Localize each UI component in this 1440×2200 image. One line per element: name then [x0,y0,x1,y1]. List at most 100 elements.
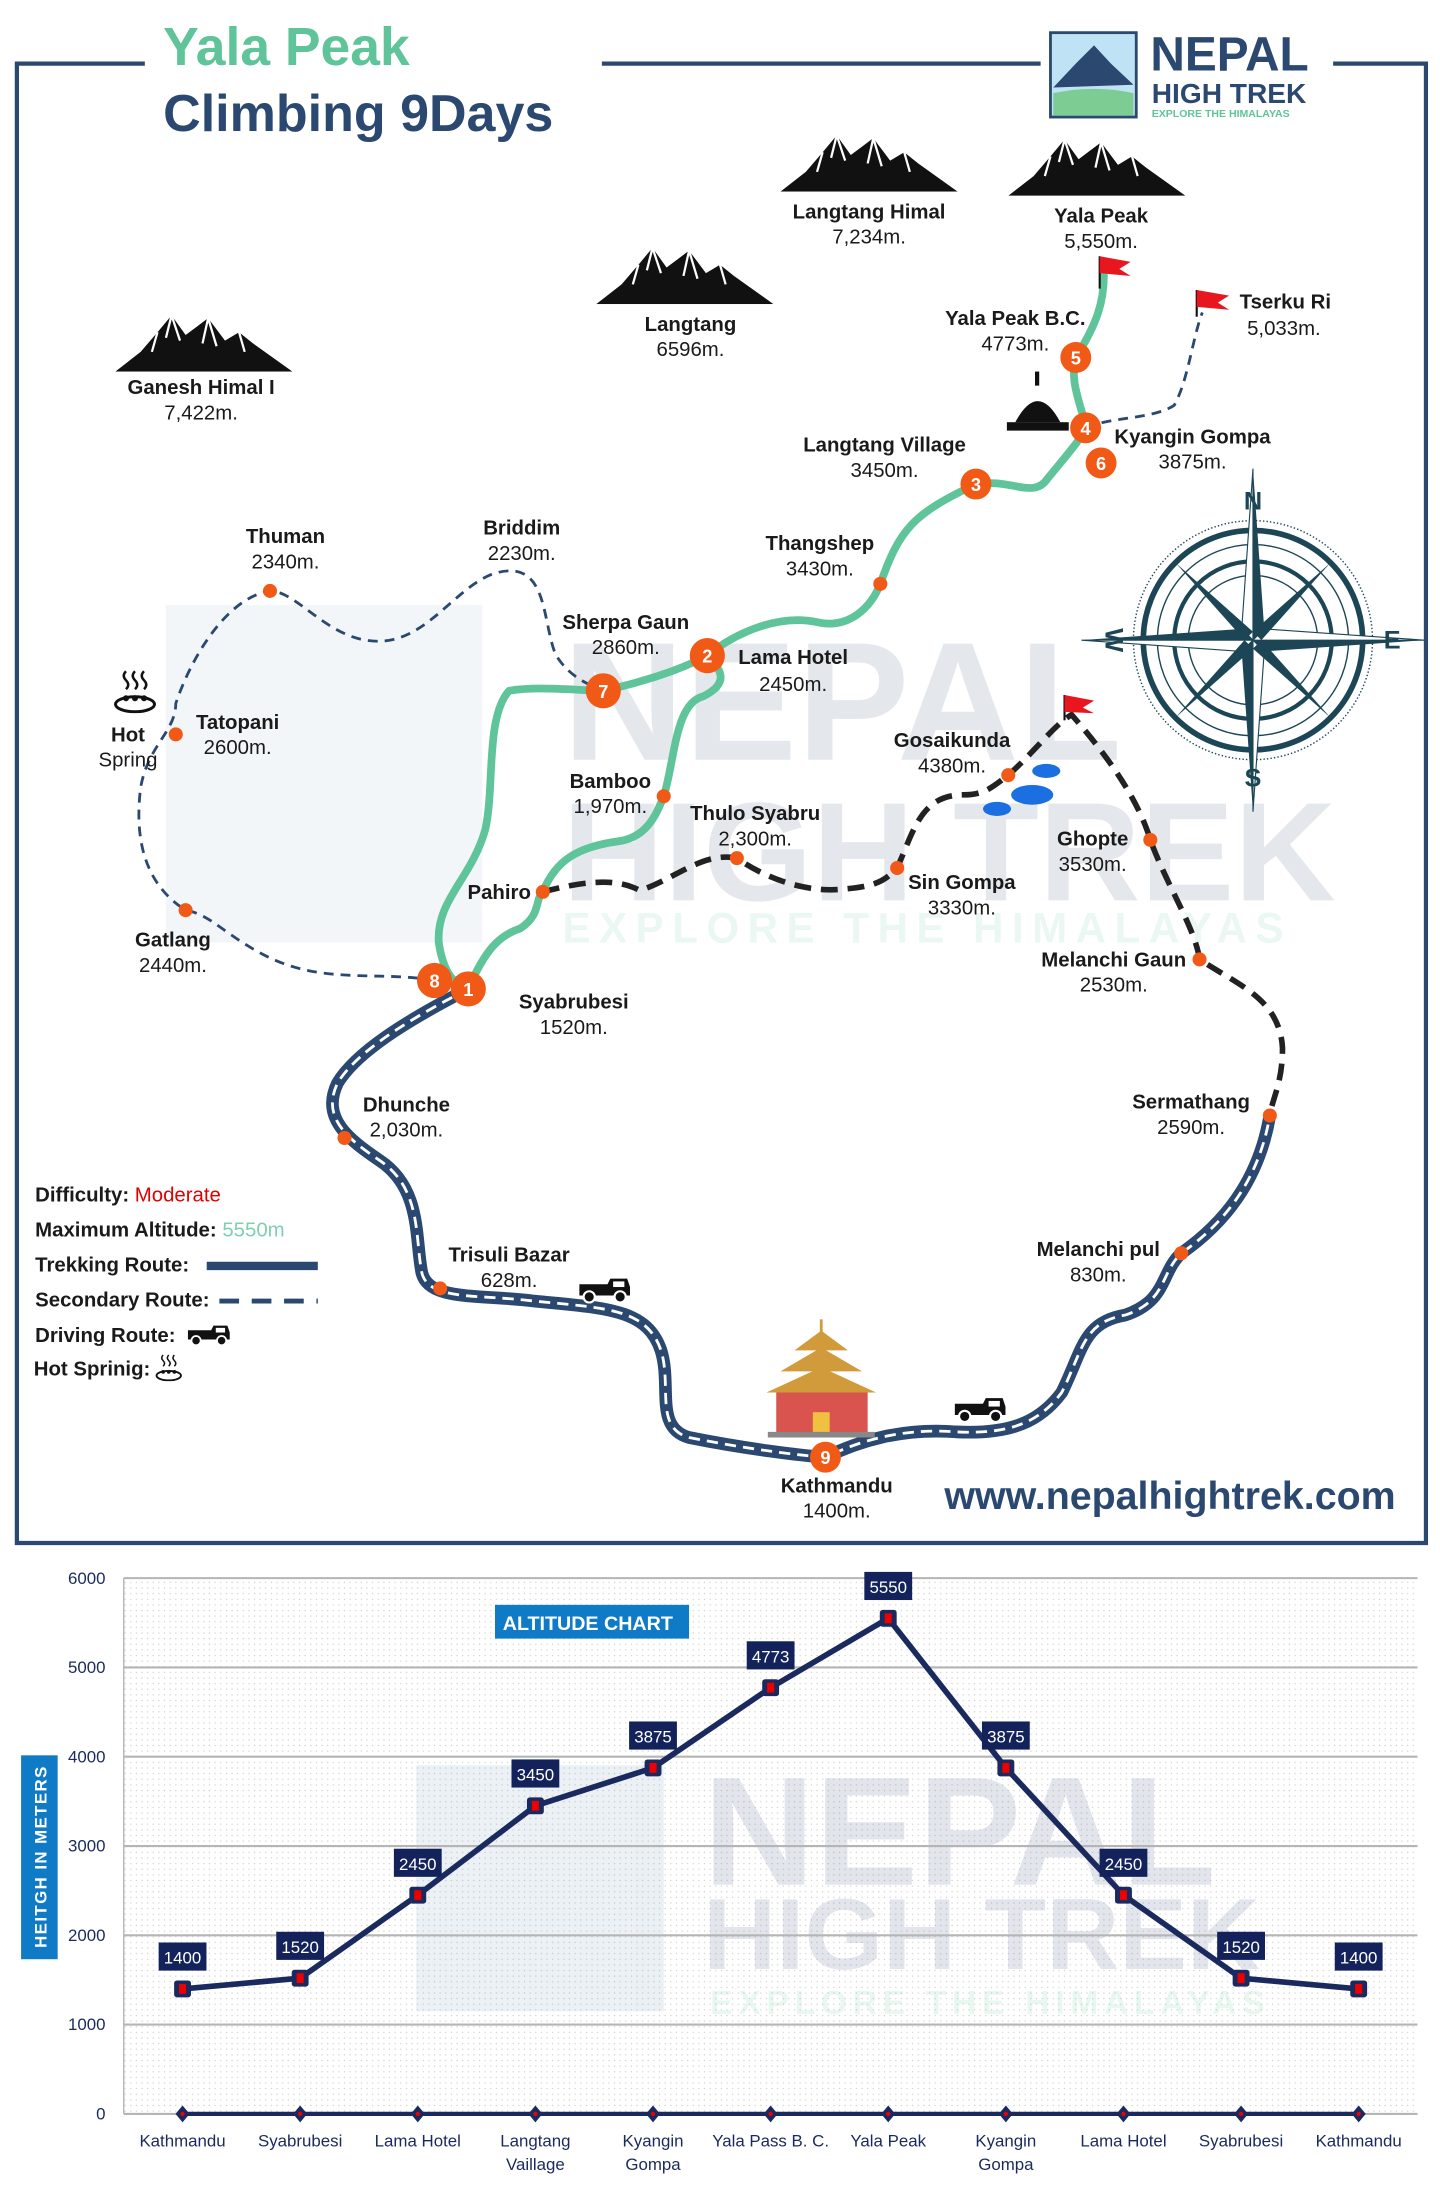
data-label-box [1334,1942,1383,1971]
x-tick-label: Langtang [500,2131,570,2150]
waypoint-dots [168,576,1277,1296]
place-name: Briddim [483,518,560,540]
place-altitude: 4773m. [981,333,1049,355]
base-point-marker-center [1238,2111,1244,2117]
place-altitude: 3875m. [1159,452,1227,474]
waypoint-dot-melanchi-pul [1174,1246,1189,1261]
x-tick-label: Lama Hotel [375,2131,461,2150]
secondary-route-tserku [1085,311,1204,430]
y-tick-label: 3000 [68,1837,106,1856]
y-tick-label: 5000 [68,1658,106,1677]
waypoint-dot-trisuli [433,1281,448,1296]
legend-trekking-label: Trekking Route: [35,1255,189,1277]
watermark-line2: HIGH TREK [563,773,1336,930]
place-name: Tatopani [196,712,279,734]
base-point-marker-center [415,2111,420,2117]
data-label-box [393,1848,442,1877]
gosaikunda-flag-icon [1063,694,1095,721]
waypoint-dot-pahiro [535,884,550,899]
hot-spring-label: Hot [111,724,145,746]
logo-line1: NEPAL [1150,29,1308,82]
secondary-route-tamang [137,569,604,982]
x-tick-label: Kathmandu [1316,2131,1402,2150]
place-altitude: 3330m. [928,897,996,919]
day-marker-number: 8 [429,971,439,992]
base-point-marker-center [768,2111,773,2117]
y-tick-label: 0 [96,2105,105,2124]
base-point-marker-center [1003,2111,1008,2117]
data-label: 1520 [1222,1938,1260,1957]
base-point-marker-center [533,2111,538,2117]
x-tick-label: Syabrubesi [258,2131,342,2150]
altitude-point-marker-center [296,1973,304,1984]
day-marker-number: 2 [702,646,712,667]
legend: Difficulty: Moderate Maximum Altitude: 5… [34,1184,318,1382]
mountain-icon [596,246,774,305]
kathmandu-temple-icon [766,1319,877,1438]
waypoint-dot-sermathang [1262,1108,1277,1123]
website-link[interactable]: www.nepalhightrek.com [943,1474,1395,1518]
jeep-icon [578,1277,632,1304]
place-name: Sin Gompa [908,872,1016,894]
monastery-icon [1006,371,1069,431]
data-label: 3450 [517,1766,555,1785]
legend-hot-spring-label: Hot Sprinig: [34,1359,151,1381]
x-tick-label: Kyangin [623,2131,684,2150]
place-name: Thuman [246,526,325,548]
altitude-point-marker-center [414,1890,422,1901]
day-marker-2: 2 [689,638,725,674]
place-name: Trisuli Bazar [448,1245,569,1267]
waypoint-dot-thuman [262,583,278,598]
data-label-box [1217,1931,1265,1960]
x-tick-label: Lama Hotel [1080,2131,1166,2150]
day-marker-7: 7 [585,673,621,709]
place-name: Langtang Village [803,435,966,457]
data-label: 3875 [634,1728,672,1747]
base-point-marker-center [180,2111,185,2117]
altitude-point-marker-center [1237,1973,1245,1984]
mountain-name: Langtang Himal [793,201,946,223]
place-name: Tserku Ri [1240,291,1331,313]
day-marker-9: 9 [810,1441,841,1473]
y-axis-title: HEITGH IN METERS [31,1765,50,1948]
x-tick-label: Kathmandu [139,2131,225,2150]
tserku-flag-icon [1195,289,1230,317]
map-frame [14,61,1429,1546]
mountain-name: Ganesh Himal I [127,377,274,399]
mountain-icon [115,314,293,372]
waypoint-dot-sin-gompa [890,860,905,875]
place-name: Yala Peak B.C. [945,308,1085,330]
place-name: Lama Hotel [738,647,848,669]
altitude-point-marker-center [179,1983,187,1994]
compass-west: W [1099,628,1127,652]
waypoint-dot-gatlang [178,903,193,918]
driving-route-centerline [331,987,1272,1459]
data-label-box [511,1759,560,1788]
place-altitude: 2,300m. [718,828,792,850]
day-marker-8: 8 [416,962,453,999]
svg-text:EXPLORE THE HIMALAYAS: EXPLORE THE HIMALAYAS [710,1984,1270,2022]
mountain-altitude: 5,550m. [1064,231,1138,253]
place-name: Gosaikunda [894,730,1011,752]
day-marker-3: 3 [960,468,992,500]
summit-flag-icon [1098,256,1131,289]
day-marker-number: 7 [598,681,608,702]
place-altitude: 2590m. [1157,1117,1225,1139]
altitude-point-marker-center [767,1682,775,1693]
day-marker-5: 5 [1060,342,1092,373]
hot-spring-label: Spring [99,750,158,772]
chart-title: ALTITUDE CHART [503,1613,673,1635]
hot-spring-icon [114,669,156,714]
mountain-altitude: 7,422m. [164,402,238,424]
place-altitude: 2440m. [139,955,207,977]
place-altitude: 5,033m. [1247,318,1321,340]
waypoint-dot-gosaikunda [1001,768,1016,783]
day-marker-number: 4 [1081,418,1092,439]
waypoint-dot-tatopani [168,727,183,742]
mountain-name: Langtang [645,314,737,336]
place-altitude: 1400m. [803,1501,871,1523]
title-line2: Climbing 9Days [163,85,553,143]
data-label: 5550 [869,1578,907,1597]
watermark-line1: NEPAL [563,607,1122,796]
place-altitude: 2860m. [592,637,660,659]
